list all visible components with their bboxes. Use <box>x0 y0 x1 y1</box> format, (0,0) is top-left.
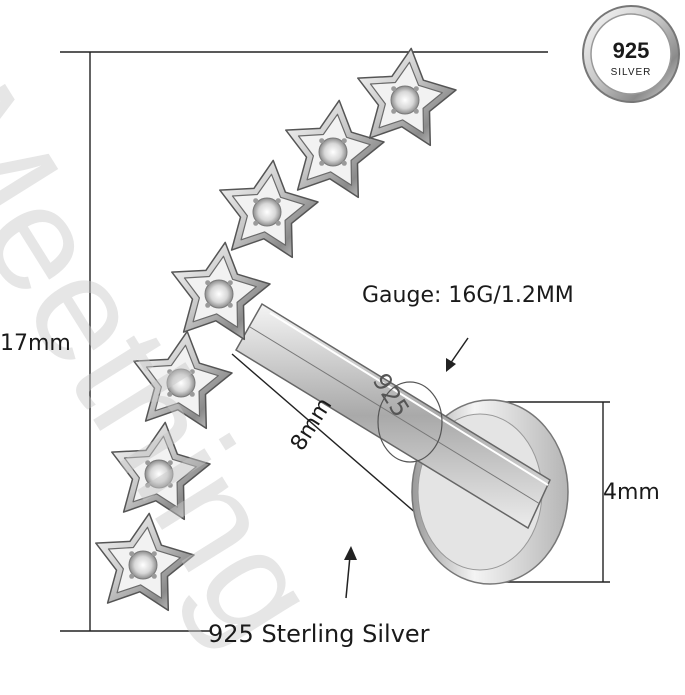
prong <box>253 220 259 226</box>
crystal-gem <box>166 368 196 398</box>
crystal-gem <box>144 459 174 489</box>
material-label: 925 Sterling Silver <box>208 620 430 648</box>
gauge-arrow <box>446 337 469 372</box>
prong <box>391 108 397 114</box>
prong <box>167 391 173 397</box>
star-setting <box>111 421 211 521</box>
silver-925-badge: 925 SILVER <box>579 2 683 106</box>
prong <box>129 551 135 557</box>
prong <box>151 551 157 557</box>
prong <box>145 460 151 466</box>
dimension-lines <box>60 51 610 632</box>
badge-number: 925 <box>612 38 650 63</box>
material-arrow <box>344 546 357 599</box>
crystal-gem <box>318 137 348 167</box>
crystal-gem <box>252 197 282 227</box>
prong <box>391 86 397 92</box>
length-label: 17mm <box>0 331 71 356</box>
crystal-gem <box>390 85 420 115</box>
prong <box>167 482 173 488</box>
crystal-gem <box>128 550 158 580</box>
prong <box>253 198 259 204</box>
prong <box>205 302 211 308</box>
prong <box>189 369 195 375</box>
prong <box>341 160 347 166</box>
prong <box>151 573 157 579</box>
badge-text: SILVER <box>610 67 652 78</box>
prong <box>145 482 151 488</box>
prong <box>319 160 325 166</box>
prong <box>189 391 195 397</box>
star-setting <box>133 330 233 430</box>
badge-ring-icon <box>582 5 680 103</box>
prong <box>227 280 233 286</box>
star-row <box>95 47 457 612</box>
star-setting <box>171 241 271 341</box>
prong <box>227 302 233 308</box>
prong <box>275 198 281 204</box>
prong <box>341 138 347 144</box>
star-setting <box>357 47 457 147</box>
star-setting <box>95 512 195 612</box>
star-setting <box>219 159 319 259</box>
prong <box>413 86 419 92</box>
prong <box>319 138 325 144</box>
disc-size-label: 4mm <box>603 480 660 505</box>
prong <box>413 108 419 114</box>
crystal-gem <box>204 279 234 309</box>
prong <box>167 460 173 466</box>
prong <box>167 369 173 375</box>
star-setting <box>285 99 385 199</box>
gauge-label: Gauge: 16G/1.2MM <box>362 283 574 308</box>
prong <box>275 220 281 226</box>
post-bar <box>234 302 551 530</box>
prong <box>205 280 211 286</box>
prong <box>129 573 135 579</box>
